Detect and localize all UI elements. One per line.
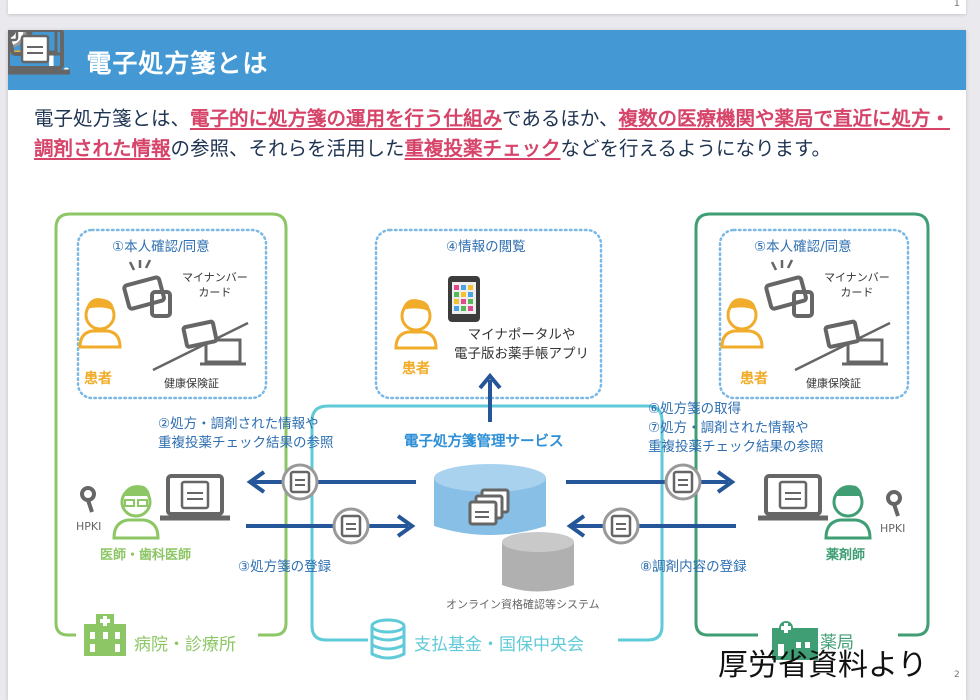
patient-label-pharmacy: 患者 xyxy=(740,371,768,387)
step1-label: ①本人確認/同意 xyxy=(112,239,210,255)
online-system-label: オンライン資格確認等システム xyxy=(446,598,600,611)
title-bar: 1．電子処方箋とは xyxy=(8,30,966,90)
intro-highlight: 重複投薬チェック xyxy=(404,137,561,160)
hospital-frame xyxy=(54,212,288,637)
separator-line-pharmacy xyxy=(794,321,891,372)
step5-label: ⑤本人確認/同意 xyxy=(754,239,852,255)
patient-label-hospital: 患者 xyxy=(84,371,112,387)
document-icon-step7 xyxy=(664,463,702,501)
laptop-icon-doctor xyxy=(160,476,230,518)
document-icon-step3 xyxy=(332,507,370,545)
smartphone-icon xyxy=(448,276,480,322)
hpki-label-pharmacist: HPKI xyxy=(880,522,906,535)
service-label: 電子処方箋管理サービス xyxy=(404,434,564,450)
pharmacy-frame xyxy=(694,212,930,637)
intro-text: などを行えるようになります。 xyxy=(560,137,832,160)
source-note: 厚労省資料より xyxy=(718,648,928,683)
insurance-label-hospital: 健康保険証 xyxy=(164,377,219,390)
hpki-key-icon-doctor xyxy=(80,486,96,514)
doctor-label: 医師・歯科医師 xyxy=(100,548,192,563)
step7-label: ⑦処方・調剤された情報や 重複投薬チェック結果の参照 xyxy=(648,420,824,455)
patient-icon-hospital xyxy=(78,296,122,349)
step2-label: ②処方・調剤された情報や 重複投薬チェック結果の参照 xyxy=(158,416,334,451)
hospital-building-icon xyxy=(84,614,126,656)
payer-label: 支払基金・国保中央会 xyxy=(414,635,584,655)
intro-text: 電子処方箋とは、 xyxy=(34,107,191,130)
document-icon-step2 xyxy=(281,463,319,501)
slide-page: 1．電子処方箋とは 電子処方箋とは、電子的に処方箋の運用を行う仕組みであるほか、… xyxy=(8,30,966,700)
portal-apps-label: マイナポータルや 電子版お薬手帳アプリ xyxy=(454,327,589,362)
step6-label: ⑥処方箋の取得 xyxy=(648,401,742,417)
consent-box-pharmacy xyxy=(718,228,910,400)
pharmacist-label: 薬剤師 xyxy=(826,548,866,563)
intro-paragraph: 電子処方箋とは、電子的に処方箋の運用を行う仕組みであるほか、複数の医療機関や薬局… xyxy=(34,104,954,164)
hpki-label-doctor: HPKI xyxy=(76,520,102,533)
pharmacist-icon xyxy=(824,485,872,540)
document-icon-step8 xyxy=(602,507,640,545)
consent-box-hospital xyxy=(76,228,268,400)
mynumber-card-label-hospital: マイナンバー カード xyxy=(182,271,248,299)
insurance-label-pharmacy: 健康保険証 xyxy=(806,377,861,390)
prescription-database-icon xyxy=(434,464,546,535)
pharmacy-building-icon xyxy=(772,621,818,660)
intro-highlight: 複数の医療機関や薬局で直近に処方・調剤された情報 xyxy=(34,107,950,160)
patient-icon-view xyxy=(394,297,438,350)
doctor-icon xyxy=(112,485,160,540)
slide-title: 1．電子処方箋とは xyxy=(42,49,269,78)
intro-highlight: 電子的に処方箋の運用を行う仕組み xyxy=(190,107,503,130)
hpki-key-icon-pharmacist xyxy=(886,490,902,518)
laptop-icon-pharmacist xyxy=(758,476,828,518)
page-number: 1 xyxy=(953,0,960,9)
step8-label: ⑧調剤内容の登録 xyxy=(640,559,747,575)
hospital-label: 病院・診療所 xyxy=(134,635,236,655)
pharmacy-label: 薬局 xyxy=(820,633,854,653)
online-qualification-database-icon xyxy=(502,532,574,592)
intro-text: であるほか、 xyxy=(502,107,619,130)
step3-label: ③処方箋の登録 xyxy=(238,559,332,575)
card-icon-hospital xyxy=(121,258,172,318)
page-number: 2 xyxy=(954,670,960,680)
patient-label-view: 患者 xyxy=(402,361,430,377)
separator-line-hospital xyxy=(152,321,249,372)
step4-label: ④情報の閲覧 xyxy=(446,239,526,255)
intro-text: の参照、それらを活用した xyxy=(170,137,405,160)
patient-icon-pharmacy xyxy=(720,296,764,349)
payer-database-icon xyxy=(370,618,406,660)
card-icon-pharmacy xyxy=(763,258,814,318)
previous-page: 1 xyxy=(8,0,966,14)
mynumber-card-label-pharmacy: マイナンバー カード xyxy=(824,271,890,299)
diagram-graphics xyxy=(8,30,930,660)
